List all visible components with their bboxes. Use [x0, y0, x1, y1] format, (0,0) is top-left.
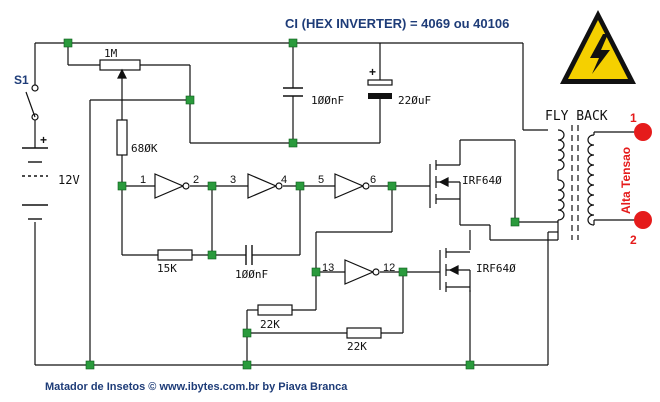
mosfet-q1: [429, 140, 461, 214]
label-r680k: 68ØK: [131, 142, 158, 155]
pin-3: 3: [230, 174, 236, 186]
inverter-1-2: [154, 173, 190, 199]
footer-credit: Matador de Insetos © www.ibytes.com.br b…: [45, 381, 348, 393]
label-battery-plus: +: [40, 133, 47, 147]
diagram-title: CI (HEX INVERTER) = 4069 ou 40106: [285, 16, 509, 31]
label-pot: 1M: [104, 47, 118, 60]
resistor-680k: [116, 119, 128, 156]
capacitor-220uf: [367, 79, 393, 105]
pin-5: 5: [318, 174, 324, 186]
label-q2: IRF64Ø: [476, 262, 516, 275]
label-high-voltage: Alta Tensao: [619, 147, 633, 214]
pin-1: 1: [140, 174, 146, 186]
potentiometer-1m: [99, 59, 141, 79]
label-c100nf-bottom: 1ØØnF: [235, 268, 268, 281]
label-r22k-b: 22K: [347, 340, 367, 353]
resistor-22k-a: [257, 304, 293, 316]
inverter-3-4: [247, 173, 283, 199]
capacitor-100nf-top: [283, 87, 303, 97]
label-c220uf-plus: +: [369, 65, 376, 79]
label-c220uf: 22ØuF: [398, 94, 431, 107]
label-r22k-a: 22K: [260, 318, 280, 331]
label-terminal-2: 2: [630, 233, 637, 247]
pin-2: 2: [193, 174, 199, 186]
label-r15k: 15K: [157, 262, 177, 275]
battery: [22, 147, 48, 220]
label-q1: IRF64Ø: [462, 174, 502, 187]
label-flyback: FLY BACK: [545, 109, 608, 124]
mosfet-q2: [439, 248, 471, 292]
label-battery-voltage: 12V: [58, 173, 80, 187]
resistor-15k: [157, 249, 193, 261]
capacitor-100nf-bottom: [245, 245, 253, 265]
junction-nodes: [63, 38, 520, 370]
label-terminal-1: 1: [630, 111, 637, 125]
inverter-5-6: [334, 173, 370, 199]
terminal-1: [634, 123, 652, 141]
terminal-2: [634, 211, 652, 229]
pin-12: 12: [383, 262, 395, 274]
label-s1: S1: [14, 73, 29, 87]
inverter-13-12: [344, 259, 380, 285]
resistor-22k-b: [346, 327, 382, 339]
wires: [34, 42, 558, 366]
pin-6: 6: [370, 174, 376, 186]
switch-s1: [25, 84, 39, 121]
pin-13: 13: [322, 262, 334, 274]
label-c100nf-top: 1ØØnF: [311, 94, 344, 107]
high-voltage-warning-icon: [560, 10, 636, 84]
flyback-transformer: [557, 125, 640, 240]
pin-4: 4: [281, 174, 287, 186]
